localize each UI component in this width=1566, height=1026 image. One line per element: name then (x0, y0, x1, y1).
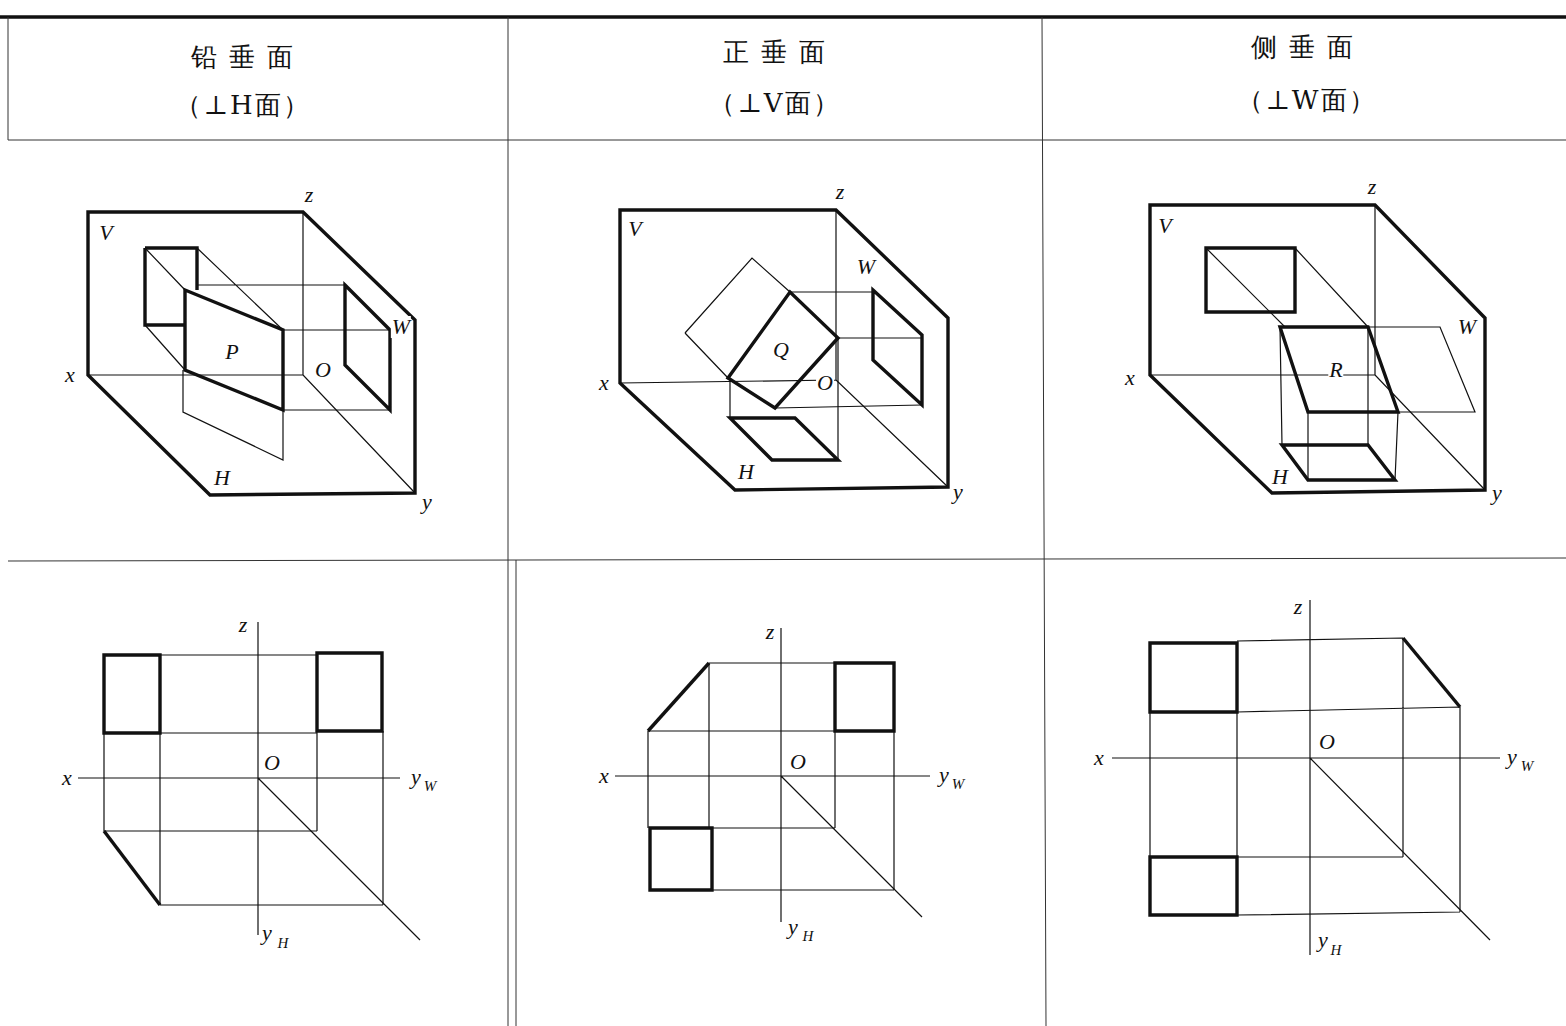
axis-subscript: H (802, 929, 815, 944)
column-header: （⊥H面） (174, 92, 311, 118)
w-projection (345, 285, 390, 410)
projection-box (88, 212, 415, 495)
axis-subscript: W (423, 779, 438, 794)
axis-label: y (410, 766, 422, 788)
axis-label: z (238, 614, 249, 636)
projection-line (1206, 248, 1398, 480)
axis-label: z (1367, 176, 1378, 198)
axis-label: y (938, 764, 950, 786)
axis-line (615, 628, 930, 922)
plane-r (1280, 327, 1398, 412)
axis-label: x (1124, 367, 1136, 389)
axis-label: y (787, 916, 799, 938)
axis-label: W (391, 316, 411, 338)
header-rule (8, 140, 1566, 141)
h-view (104, 831, 160, 905)
w-view (1403, 638, 1460, 707)
axis-label: R (1328, 359, 1343, 381)
w-view (835, 663, 894, 731)
axis-label: x (598, 372, 610, 394)
axis-subscript: H (1330, 943, 1343, 958)
axis-label: H (737, 461, 755, 483)
h-projection (730, 418, 838, 460)
projection-line (145, 248, 390, 460)
column-header: （⊥W面） (1236, 87, 1377, 113)
table-top-rule (0, 15, 1566, 18)
table-left-rule (8, 17, 9, 140)
v-view (648, 663, 709, 731)
axis-label: W (1457, 316, 1477, 338)
axis-label: H (213, 467, 231, 489)
axis-label: O (314, 359, 332, 381)
axis-label: x (64, 364, 76, 386)
h-projection (1282, 445, 1395, 480)
axis-label: O (1318, 731, 1336, 753)
axis-label: y (1506, 746, 1518, 768)
projection-line (104, 655, 383, 905)
axis-label: V (98, 222, 113, 244)
axis-subscript: W (1520, 759, 1535, 774)
axis-subscript: W (951, 777, 966, 792)
axis-label: y (261, 922, 273, 944)
projection-line (648, 663, 894, 890)
column-header: 侧 垂 面 (1250, 34, 1357, 60)
column-header: （⊥V面） (708, 90, 841, 116)
w-projection (873, 290, 922, 405)
column-header: 铅 垂 面 (190, 44, 297, 70)
axis-label: z (835, 181, 846, 203)
axis-label: y (952, 481, 964, 503)
axis-label: z (304, 184, 315, 206)
plane-q (728, 292, 838, 408)
axis-label: y (1491, 482, 1503, 504)
row-rule (8, 558, 1566, 561)
axis-label: y (421, 491, 433, 513)
projection-line (1150, 638, 1460, 915)
v-view (104, 655, 160, 733)
axis-label: x (598, 765, 610, 787)
v-projection (685, 258, 790, 378)
axis-label: z (765, 621, 776, 643)
h-view (650, 828, 712, 890)
axis-label: V (627, 218, 642, 240)
axis-line (78, 622, 420, 940)
column-rule (508, 17, 1046, 1026)
v-projection (1206, 248, 1295, 312)
axis-label: Q (772, 339, 790, 361)
projection-box (1150, 205, 1485, 493)
axis-label: V (1157, 215, 1172, 237)
axis-label: O (789, 751, 807, 773)
axis-label: H (1271, 466, 1289, 488)
axis-line (88, 212, 415, 493)
axis-label: P (224, 341, 239, 363)
w-view (317, 653, 382, 731)
projection-line (730, 292, 922, 460)
axis-label: z (1293, 596, 1304, 618)
axis-label: O (263, 752, 281, 774)
axis-label: x (61, 767, 73, 789)
w-projection (1368, 327, 1475, 412)
column-header: 正 垂 面 (722, 39, 829, 65)
axis-label: O (816, 372, 834, 394)
axis-line (1150, 205, 1485, 490)
axis-label: W (856, 256, 876, 278)
axis-line (620, 210, 948, 487)
h-view (1150, 857, 1237, 915)
axis-subscript: H (277, 936, 290, 951)
projection-box (620, 210, 948, 490)
axis-label: x (1093, 747, 1105, 769)
axis-label: y (1317, 929, 1329, 951)
v-view (1150, 643, 1237, 712)
axis-line (1112, 600, 1500, 955)
v-projection (145, 248, 197, 325)
plane-p (185, 290, 283, 410)
